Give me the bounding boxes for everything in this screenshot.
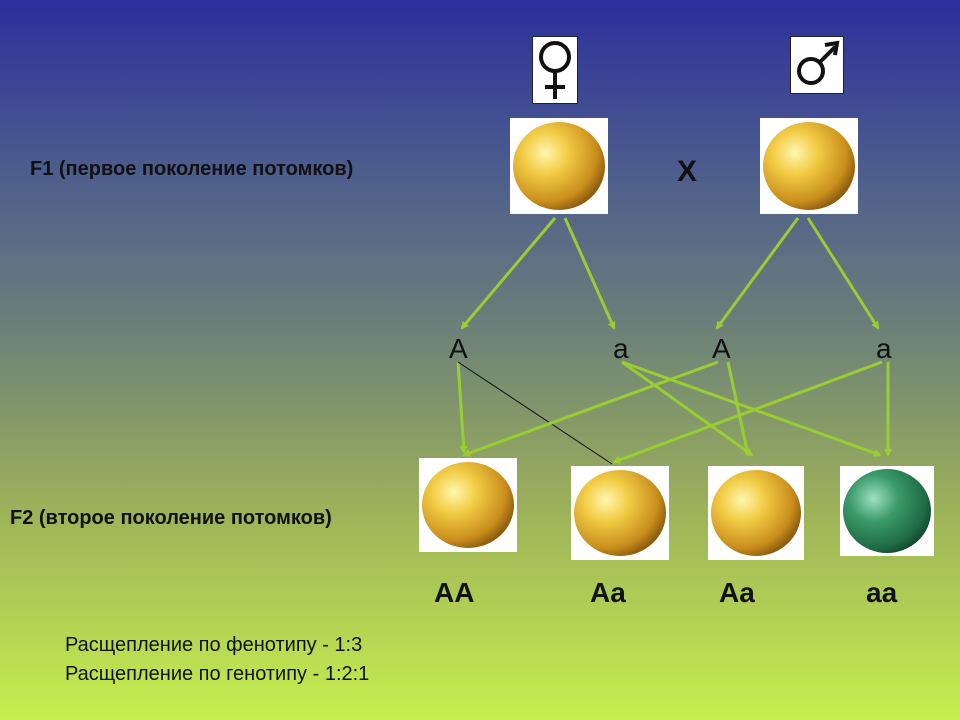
genotype-label-2: Aa xyxy=(590,577,626,608)
f1-female-pea-tile xyxy=(510,118,608,214)
yellow-pea-icon xyxy=(711,470,801,556)
arrow-male-to-a xyxy=(806,217,880,330)
f2-pea-tile-1 xyxy=(419,458,517,552)
arrow-malea-to-Aa1 xyxy=(612,360,883,464)
gamete-male-A: A xyxy=(712,333,731,364)
f2-pea-tile-3 xyxy=(708,466,804,560)
f2-pea-tile-4 xyxy=(840,466,934,556)
arrow-A-to-AA xyxy=(456,361,468,454)
genotype-label-1: AA xyxy=(434,577,475,608)
arrow-female-to-a xyxy=(563,217,616,330)
male-symbol-tile xyxy=(790,36,844,94)
arrow-A-to-Aa1 xyxy=(457,361,613,465)
female-symbol-tile xyxy=(532,36,578,104)
genotype-label-4: aa xyxy=(866,577,898,608)
f1-male-pea-tile xyxy=(760,118,858,214)
f2-pea-tile-2 xyxy=(571,466,669,560)
gamete-female-A: A xyxy=(449,333,468,364)
arrow-a-to-Aa2 xyxy=(621,360,754,457)
arrow-maleA-to-Aa2 xyxy=(726,361,751,457)
arrow-male-to-A xyxy=(715,217,800,330)
arrow-maleA-to-AA xyxy=(462,360,719,457)
green-pea-icon xyxy=(843,469,931,553)
arrow-a-to-aa xyxy=(621,360,882,457)
yellow-pea-icon xyxy=(513,122,605,210)
yellow-pea-icon xyxy=(574,470,666,556)
genotype-label-3: Aa xyxy=(719,577,755,608)
gamete-male-a: a xyxy=(876,333,892,364)
gamete-female-a: a xyxy=(613,333,629,364)
yellow-pea-icon xyxy=(763,122,855,210)
f1-label: F1 (первое поколение потомков) xyxy=(30,158,354,180)
yellow-pea-icon xyxy=(422,462,514,548)
f2-label: F2 (второе поколение потомков) xyxy=(10,507,332,529)
female-symbol-icon xyxy=(539,41,571,99)
male-symbol-icon xyxy=(797,40,840,85)
genotype-ratio: Расщепление по генотипу - 1:2:1 xyxy=(65,663,370,685)
arrow-female-to-A xyxy=(460,217,557,330)
cross-sign: X xyxy=(677,155,698,188)
phenotype-ratio: Расщепление по фенотипу - 1:3 xyxy=(65,634,363,656)
